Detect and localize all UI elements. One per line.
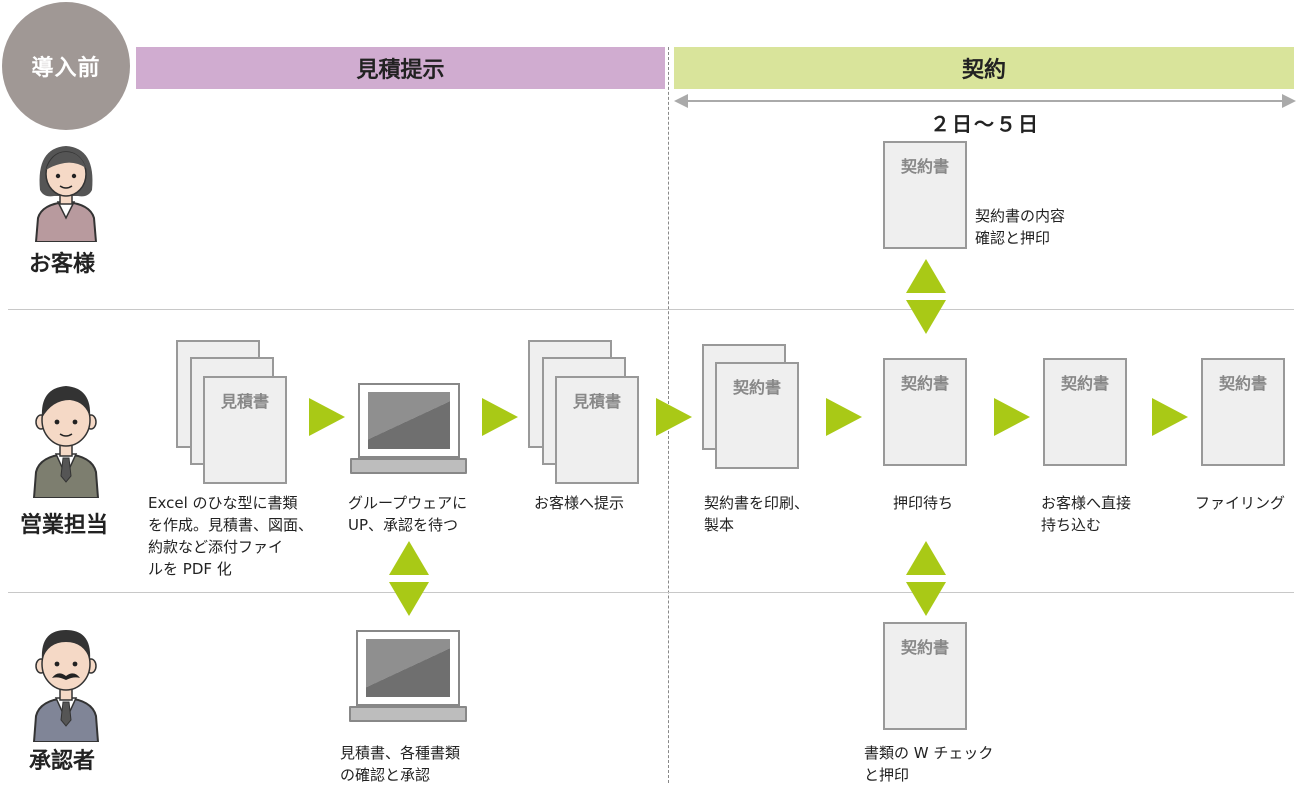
estimate-doc-title: 見積書 bbox=[572, 392, 621, 411]
range-line bbox=[682, 100, 1286, 102]
caption-sales-groupware: グループウェアに UP、承認を待つ bbox=[348, 494, 468, 534]
caption-sales-bring: お客様へ直接 持ち込む bbox=[1041, 494, 1132, 534]
caption-sales-excel: Excel のひな型に書類 を作成。見積書、図面、 約款など添付ファイ ルを P… bbox=[148, 494, 314, 578]
flow-arrow-down-icon bbox=[906, 300, 946, 334]
laptop-icon bbox=[358, 383, 460, 458]
stage-badge: 導入前 bbox=[2, 2, 130, 130]
phase-contract-header: 契約 bbox=[674, 47, 1294, 89]
flow-arrow-up-icon bbox=[389, 541, 429, 575]
laptop-base bbox=[350, 458, 467, 474]
approver-avatar-icon bbox=[32, 630, 100, 742]
estimate-doc-front: 見積書 bbox=[203, 376, 287, 484]
contract-doc-title: 契約書 bbox=[732, 378, 781, 397]
lane-divider-sales bbox=[8, 592, 1294, 593]
flow-arrow-down-icon bbox=[389, 582, 429, 616]
contract-doc: 契約書 bbox=[1043, 358, 1127, 466]
role-customer-label: お客様 bbox=[28, 252, 95, 277]
flow-arrow-down-icon bbox=[906, 582, 946, 616]
caption-sales-print: 契約書を印刷、 製本 bbox=[704, 494, 810, 534]
laptop-icon bbox=[356, 630, 460, 706]
flow-arrow-up-icon bbox=[906, 541, 946, 575]
contract-doc: 契約書 bbox=[1201, 358, 1285, 466]
range-arrow-left-icon bbox=[674, 94, 688, 108]
contract-doc-title: 契約書 bbox=[1218, 374, 1267, 393]
lane-divider-customer bbox=[8, 309, 1294, 310]
phase-quote-header: 見積提示 bbox=[136, 47, 665, 89]
contract-doc-title: 契約書 bbox=[900, 638, 949, 657]
contract-doc: 契約書 bbox=[883, 358, 967, 466]
role-approver-label: 承認者 bbox=[28, 749, 95, 774]
contract-doc-title: 契約書 bbox=[900, 157, 949, 176]
estimate-doc-title: 見積書 bbox=[220, 392, 269, 411]
contract-doc: 契約書 bbox=[883, 141, 967, 249]
contract-doc-title: 契約書 bbox=[1060, 374, 1109, 393]
caption-sales-present: お客様へ提示 bbox=[534, 494, 625, 512]
range-arrow-right-icon bbox=[1282, 94, 1296, 108]
flow-arrow-right-icon bbox=[656, 398, 692, 436]
caption-approver-confirm: 見積書、各種書類 の確認と承認 bbox=[340, 744, 461, 784]
flow-arrow-right-icon bbox=[1152, 398, 1188, 436]
caption-approver-check: 書類の W チェック と押印 bbox=[864, 744, 994, 784]
flow-arrow-right-icon bbox=[826, 398, 862, 436]
flow-arrow-right-icon bbox=[309, 398, 345, 436]
role-sales-label: 営業担当 bbox=[19, 513, 108, 538]
contract-doc: 契約書 bbox=[883, 622, 967, 730]
caption-sales-filing: ファイリング bbox=[1195, 494, 1286, 512]
caption-sales-wait-seal: 押印待ち bbox=[893, 494, 954, 512]
estimate-doc-front: 見積書 bbox=[555, 376, 639, 484]
laptop-base bbox=[349, 706, 467, 722]
customer-avatar-icon bbox=[34, 146, 98, 242]
contract-doc-front: 契約書 bbox=[715, 362, 799, 469]
flow-arrow-right-icon bbox=[994, 398, 1030, 436]
sales-avatar-icon bbox=[32, 386, 100, 498]
caption-customer-confirm: 契約書の内容 確認と押印 bbox=[975, 207, 1066, 247]
flow-arrow-up-icon bbox=[906, 259, 946, 293]
flow-arrow-right-icon bbox=[482, 398, 518, 436]
contract-doc-title: 契約書 bbox=[900, 374, 949, 393]
duration-label: ２日〜５日 bbox=[930, 112, 1040, 136]
